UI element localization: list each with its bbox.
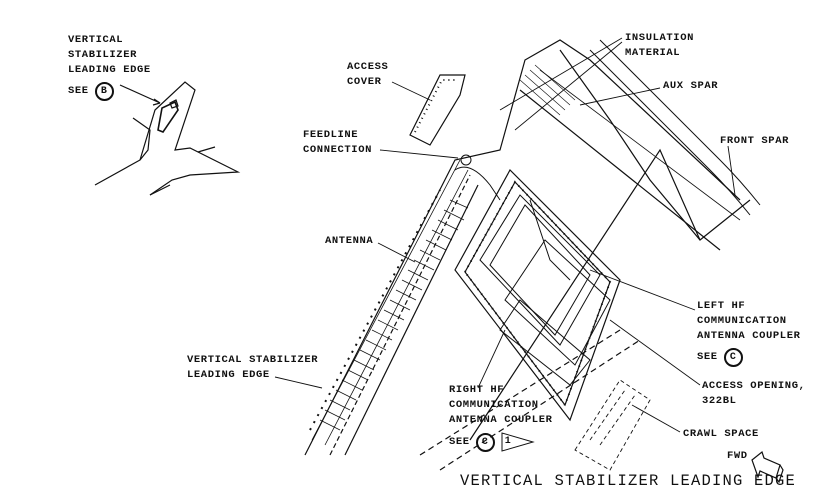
antenna-callout: ANTENNA <box>325 234 373 249</box>
access-opening-callout: ACCESS OPENING, 322BL <box>702 379 806 409</box>
callout-text: AUX SPAR <box>663 80 719 92</box>
right-coupler-callout: RIGHT HF COMMUNICATION ANTENNA COUPLER S… <box>449 383 553 452</box>
see-label: SEE <box>697 351 718 363</box>
feedline-callout: FEEDLINE CONNECTION <box>303 128 372 158</box>
callout-text: ACCESS OPENING, <box>702 380 806 392</box>
callout-text: MATERIAL <box>625 47 681 59</box>
callout-text: ANTENNA COUPLER <box>449 414 553 426</box>
callout-text: STABILIZER <box>68 49 138 61</box>
callout-text: ACCESS <box>347 61 389 73</box>
callout-text: VERTICAL <box>68 34 124 46</box>
access-cover <box>409 74 466 146</box>
callout-text: LEADING EDGE <box>68 64 151 76</box>
callout-text: CONNECTION <box>303 144 373 156</box>
detail-ref-c[interactable]: C <box>723 348 743 367</box>
crawl-space <box>574 379 651 471</box>
insulation-callout: INSULATION MATERIAL <box>625 31 694 61</box>
access-opening-frame <box>454 169 621 422</box>
note-flag-icon: 1 <box>501 432 535 452</box>
callout-text: LEFT HF <box>697 300 746 312</box>
access-cover-callout: ACCESS COVER <box>347 60 388 90</box>
callout-text: ANTENNA <box>325 235 374 247</box>
see-label: SEE <box>449 435 470 448</box>
callout-text: COMMUNICATION <box>449 399 539 411</box>
aircraft-locator-sketch <box>94 81 241 196</box>
callout-text: COVER <box>347 76 382 88</box>
note-number: 1 <box>504 436 512 447</box>
detail-ref-c[interactable]: C <box>475 432 495 452</box>
fwd-label: FWD <box>727 450 748 462</box>
callout-text: 322BL <box>702 395 737 407</box>
fwd-arrow-icon <box>751 450 784 484</box>
callout-text: FEEDLINE <box>303 129 359 141</box>
callout-text: COMMUNICATION <box>697 315 787 327</box>
callout-text: RIGHT HF <box>449 384 505 396</box>
callout-text: LEADING EDGE <box>187 369 270 381</box>
left-coupler-callout: LEFT HF COMMUNICATION ANTENNA COUPLER SE… <box>697 299 801 367</box>
callout-text: INSULATION <box>625 32 695 44</box>
leading-edge-structure <box>304 39 761 471</box>
callout-text: VERTICAL STABILIZER <box>187 354 319 366</box>
callout-text: ANTENNA COUPLER <box>697 330 801 342</box>
detail-ref-b[interactable]: B <box>94 82 114 101</box>
leader-lines <box>274 37 736 433</box>
callout-text: CRAWL SPACE <box>683 428 759 440</box>
locator-callout: VERTICAL STABILIZER LEADING EDGE SEE B <box>68 33 151 101</box>
hf-antenna-couplers <box>454 154 611 386</box>
front-spar-callout: FRONT SPAR <box>720 134 789 149</box>
see-label: SEE <box>68 85 89 97</box>
aux-spar-callout: AUX SPAR <box>663 79 718 94</box>
crawl-space-callout: CRAWL SPACE <box>683 427 759 442</box>
leading-edge-callout: VERTICAL STABILIZER LEADING EDGE <box>187 353 318 383</box>
figure-title: VERTICAL STABILIZER LEADING EDGE <box>460 472 797 490</box>
callout-text: FRONT SPAR <box>720 135 790 147</box>
